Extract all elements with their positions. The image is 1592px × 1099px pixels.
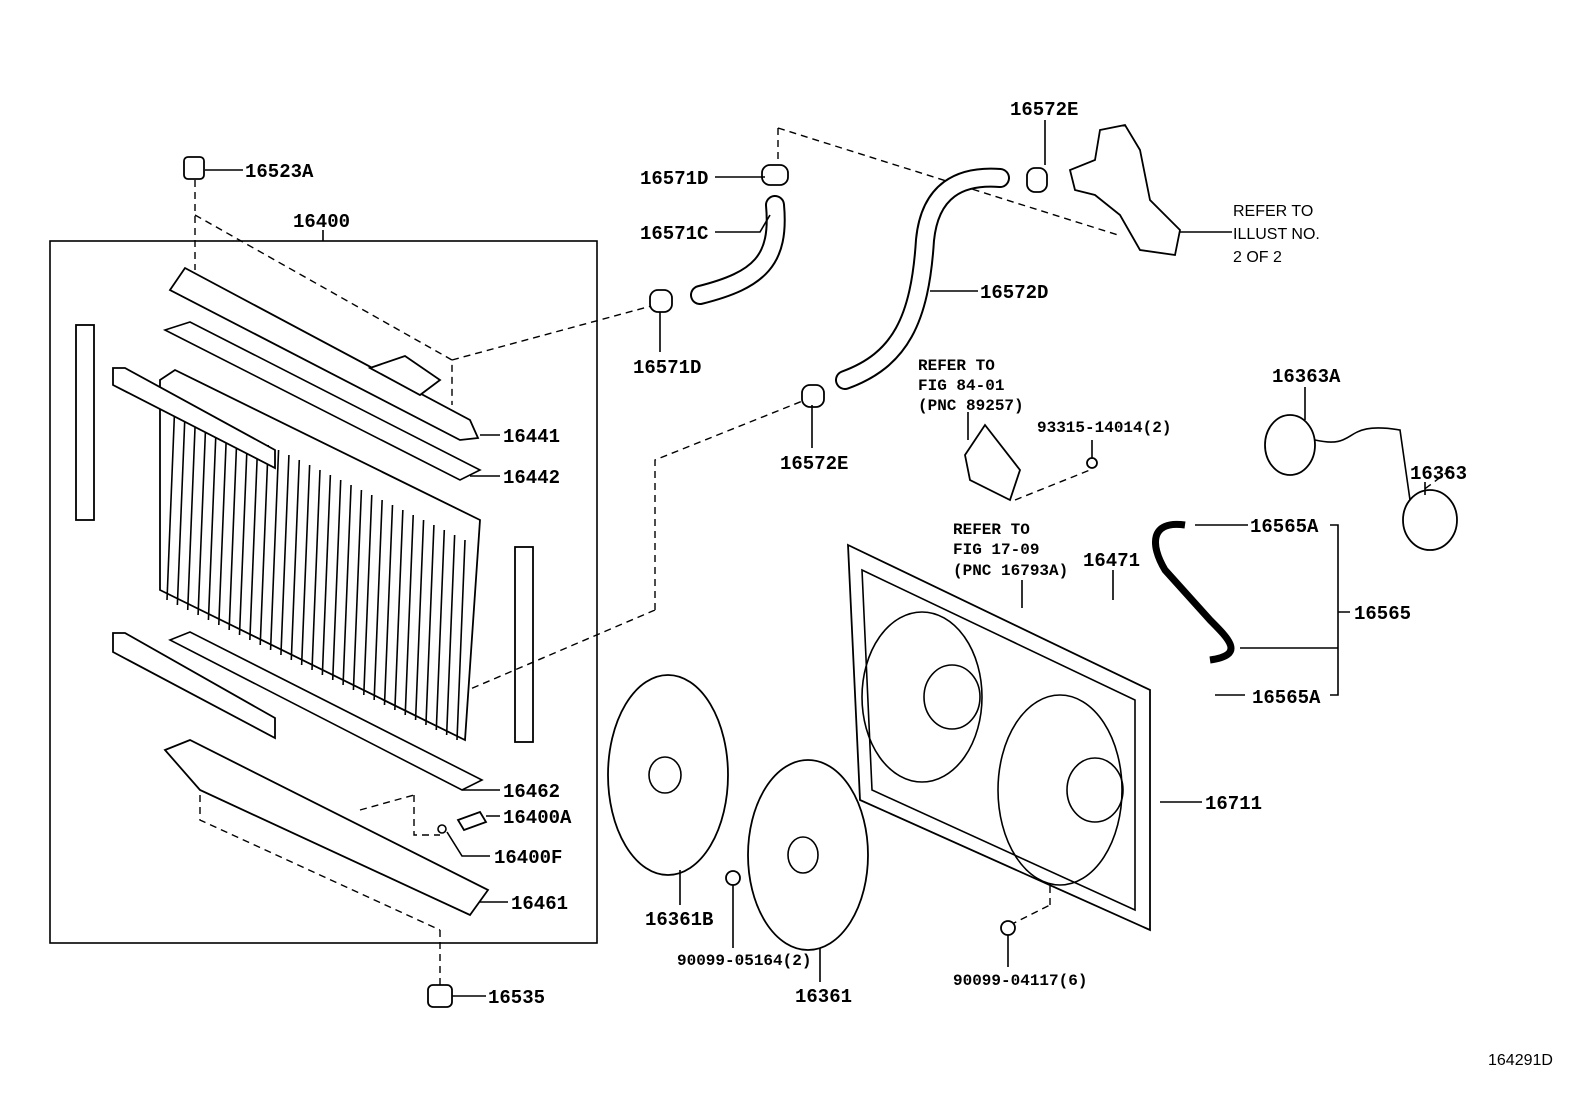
core-tube [414, 519, 425, 721]
water-inlet-housing [1068, 123, 1181, 257]
label-16461: 16461 [511, 893, 568, 915]
refer-fig17-line2: FIG 17-09 [953, 541, 1039, 559]
refer-fig17-line1: REFER TO [953, 521, 1030, 539]
core-tube [290, 459, 301, 661]
label-16571D-top: 16571D [640, 168, 708, 190]
label-16571C: 16571C [640, 223, 708, 245]
label-16363A: 16363A [1272, 366, 1341, 388]
nut-90099-05164 [725, 870, 741, 886]
label-16471: 16471 [1083, 550, 1140, 572]
refer-illust-line1: REFER TO [1233, 203, 1313, 220]
cushion-16535 [427, 984, 453, 1008]
label-16565: 16565 [1354, 603, 1411, 625]
radiator-core [159, 368, 481, 742]
refer-illust-line3: 2 OF 2 [1233, 249, 1282, 266]
diagram-id: 164291D [1488, 1052, 1553, 1069]
refer-fig17-line3: (PNC 16793A) [953, 562, 1068, 580]
label-16571D-bottom: 16571D [633, 357, 701, 379]
label-16400F: 16400F [494, 847, 562, 869]
refer-fig84-line1: REFER TO [918, 357, 995, 375]
label-16363: 16363 [1410, 463, 1467, 485]
clamp-16571D-top [761, 164, 789, 186]
core-tube [445, 534, 456, 736]
leader-lines [205, 120, 1426, 997]
top-seal [112, 367, 276, 470]
core-tube [425, 524, 435, 726]
bolt-90099-04117 [1000, 920, 1016, 936]
core-tube [197, 414, 207, 616]
core-tube [362, 494, 373, 696]
label-90099-05164: 90099-05164(2) [677, 952, 811, 970]
label-16572E-bottom: 16572E [780, 453, 848, 475]
clamp-16572E-top [1026, 167, 1048, 193]
core-tube [311, 469, 321, 671]
bolt-93315 [1086, 457, 1098, 469]
label-16361B: 16361B [645, 909, 713, 931]
core-tube [217, 424, 228, 626]
o-ring-16400F [437, 824, 447, 834]
label-16535: 16535 [488, 987, 545, 1009]
core-tube [352, 489, 363, 691]
fan-16361 [747, 759, 869, 951]
core-tube [456, 539, 466, 741]
fan-motor-16363 [1402, 489, 1458, 551]
core-tube [207, 419, 218, 621]
radiator-upper-tank [168, 266, 480, 441]
lower-gasket [168, 631, 484, 791]
core-tube [300, 464, 311, 666]
label-16400: 16400 [293, 211, 350, 233]
core-tube [186, 409, 197, 611]
label-16462: 16462 [503, 781, 560, 803]
core-tube [404, 514, 415, 716]
radiator-lower-tank [163, 739, 490, 917]
fan-motor-16363A [1264, 414, 1411, 501]
core-tube [269, 449, 280, 651]
refer-fig84-line2: FIG 84-01 [918, 377, 1004, 395]
label-16442: 16442 [503, 467, 560, 489]
clamp-16571D-bottom [649, 289, 673, 313]
core-tube [176, 404, 187, 606]
core-tube [280, 454, 290, 656]
label-16572D: 16572D [980, 282, 1048, 304]
core-tube [228, 429, 238, 631]
label-16565A-bottom: 16565A [1252, 687, 1321, 709]
core-tube [249, 439, 259, 641]
refer-illust-line2: ILLUST NO. [1233, 226, 1320, 243]
core-tube [394, 509, 404, 711]
side-seal-right [514, 546, 534, 743]
bottom-seal [112, 632, 276, 740]
label-16361: 16361 [795, 986, 852, 1008]
wire-harness-16565 [1151, 520, 1235, 664]
core-tube [342, 484, 352, 686]
cushion-16523A [183, 156, 205, 180]
label-93315-14014: 93315-14014(2) [1037, 419, 1171, 437]
core-tube [373, 499, 383, 701]
core-tube [383, 504, 394, 706]
label-16400A: 16400A [503, 807, 572, 829]
core-tube [238, 434, 249, 636]
label-90099-04117: 90099-04117(6) [953, 972, 1087, 990]
drain-cock [456, 810, 488, 832]
refer-fig84-line3: (PNC 89257) [918, 397, 1024, 415]
label-16711: 16711 [1205, 793, 1262, 815]
core-tube [166, 399, 176, 601]
label-16565A-top: 16565A [1250, 516, 1319, 538]
fan-controller [964, 423, 1022, 502]
side-seal-left [75, 324, 95, 521]
clamp-16572E-bottom [801, 384, 825, 408]
core-tube [435, 529, 446, 731]
fan-16361B [607, 674, 729, 876]
upper-gasket [162, 321, 482, 481]
fan-shroud-16711 [847, 543, 1151, 932]
label-16441: 16441 [503, 426, 560, 448]
label-16523A: 16523A [245, 161, 314, 183]
core-tube [259, 444, 270, 646]
core-tube [331, 479, 342, 681]
label-16572E-top: 16572E [1010, 99, 1078, 121]
core-tube [321, 474, 332, 676]
